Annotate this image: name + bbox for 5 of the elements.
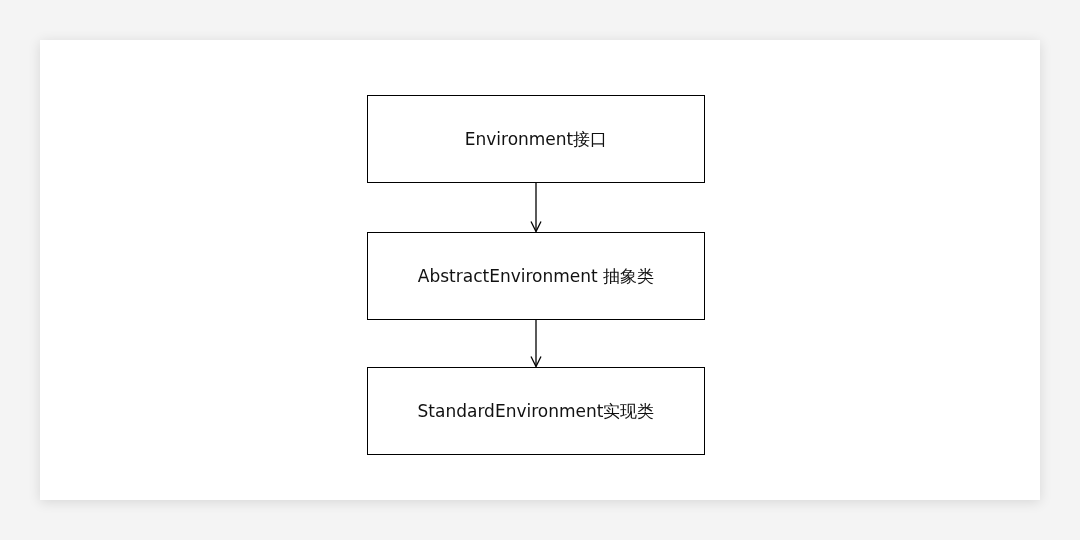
arrow xyxy=(530,319,542,368)
process-box: AbstractEnvironment 抽象类 xyxy=(367,232,705,320)
process-box: Environment接口 xyxy=(367,95,705,183)
arrow xyxy=(530,182,542,233)
process-box: StandardEnvironment实现类 xyxy=(367,367,705,455)
